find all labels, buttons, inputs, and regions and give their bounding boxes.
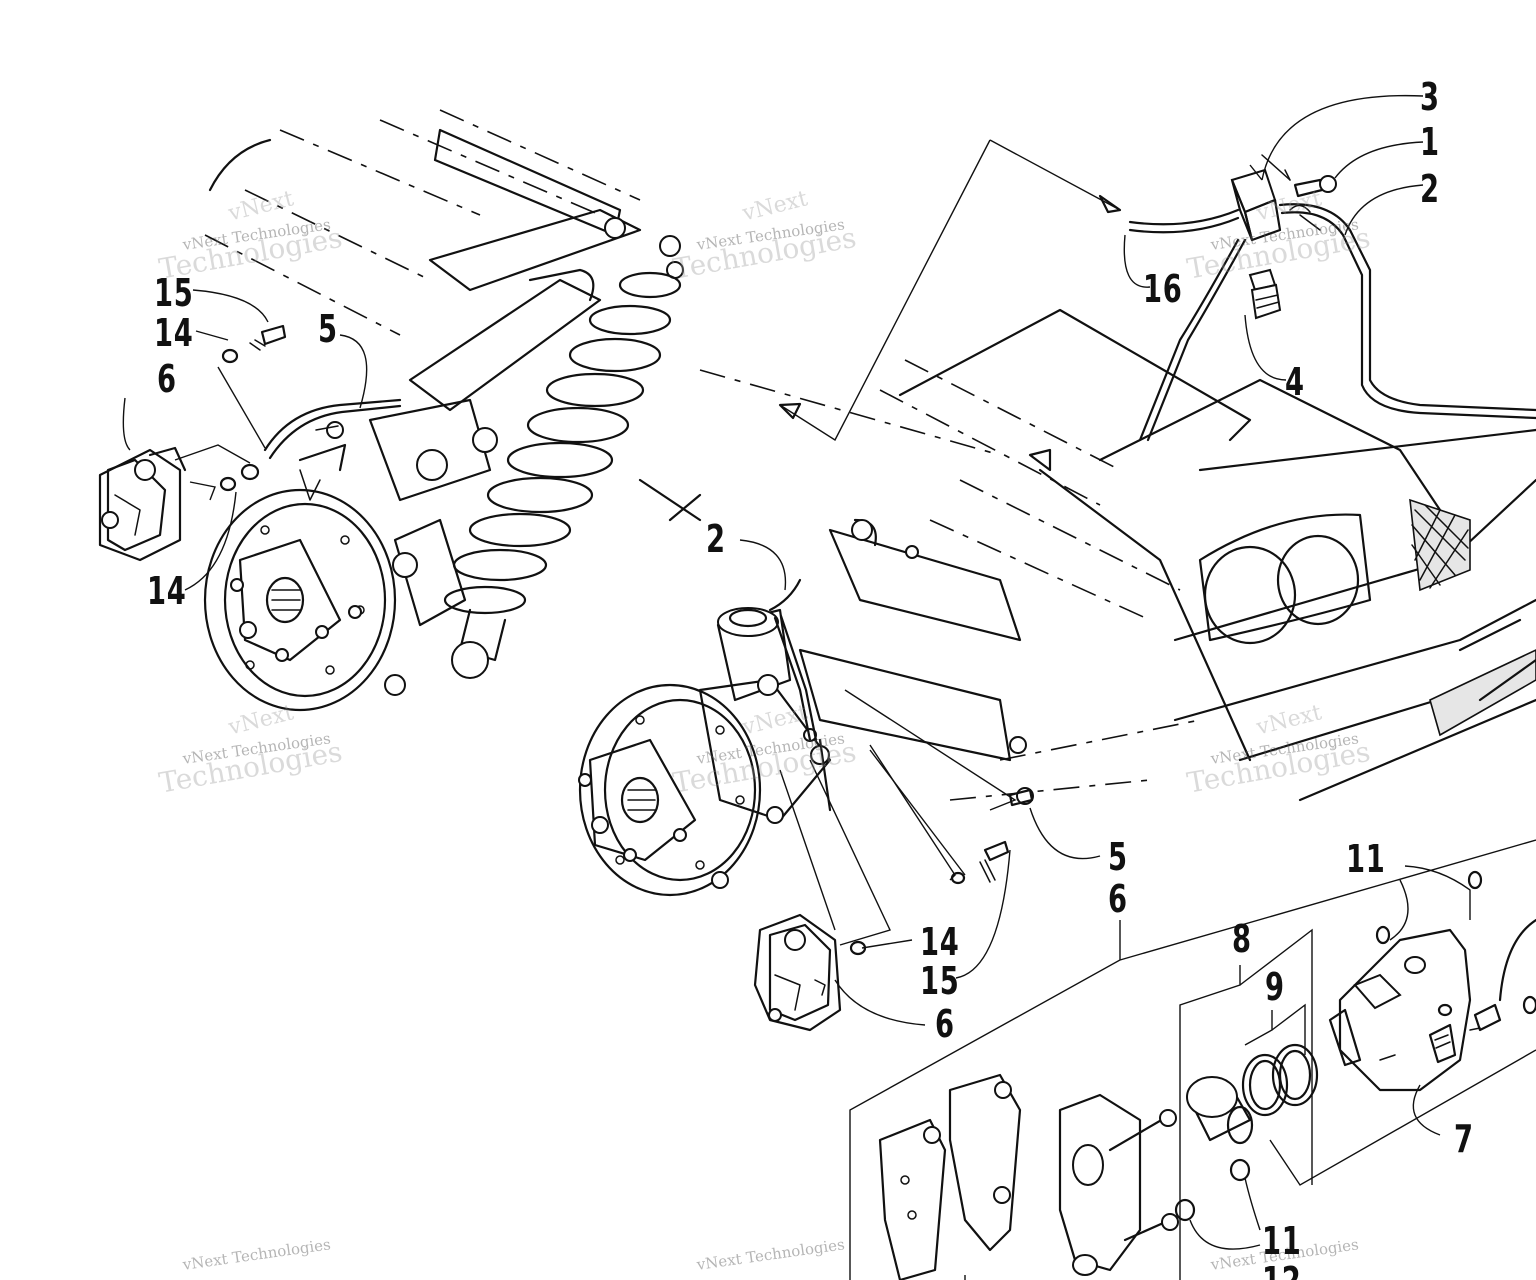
callout-14: 14 bbox=[147, 569, 187, 613]
headlight-cluster bbox=[1198, 513, 1372, 645]
callout-11: 11 bbox=[1346, 837, 1386, 881]
callout-5: 5 bbox=[1108, 835, 1128, 879]
left-caliper bbox=[98, 446, 187, 562]
callout-2: 2 bbox=[1420, 167, 1440, 211]
callout-5: 5 bbox=[318, 307, 338, 351]
left-suspension bbox=[203, 128, 684, 712]
caliper-exploded bbox=[849, 839, 1536, 1280]
callout-6: 6 bbox=[1108, 877, 1128, 921]
callout-4: 4 bbox=[1285, 360, 1305, 404]
callout-7: 7 bbox=[1454, 1117, 1474, 1161]
callout-11: 11 bbox=[1262, 1219, 1302, 1263]
callout-16: 16 bbox=[1143, 267, 1183, 311]
right-caliper bbox=[753, 913, 842, 1032]
left-leaders bbox=[122, 289, 368, 591]
callout-9: 9 bbox=[1265, 965, 1285, 1009]
callout-15: 15 bbox=[154, 271, 194, 315]
callout-8: 8 bbox=[1232, 917, 1252, 961]
right-leaders bbox=[739, 539, 1101, 1026]
coil-spring bbox=[443, 271, 682, 679]
callout-6: 6 bbox=[935, 1002, 955, 1046]
callout-12: 12 bbox=[1262, 1262, 1302, 1280]
callout-14: 14 bbox=[920, 920, 960, 964]
right-suspension bbox=[578, 518, 1034, 897]
callout-3: 3 bbox=[1420, 75, 1440, 119]
callout-1: 1 bbox=[1420, 120, 1440, 164]
misc-bodywork bbox=[208, 138, 1052, 522]
grille bbox=[1409, 498, 1471, 592]
callout-15: 15 bbox=[920, 959, 960, 1003]
front-bumper-stripes bbox=[1429, 618, 1536, 737]
callout-14: 14 bbox=[154, 311, 194, 355]
brake-line-assembly bbox=[778, 94, 1536, 442]
frame-outline bbox=[204, 109, 1536, 802]
callout-6: 6 bbox=[157, 357, 177, 401]
callout-2: 2 bbox=[706, 517, 726, 561]
